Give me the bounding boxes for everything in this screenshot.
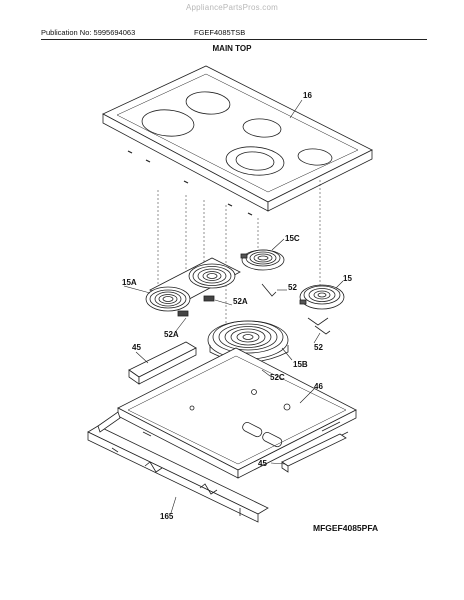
- callout-52A-right: 52A: [233, 297, 248, 306]
- front-trim-part-165: [87, 411, 269, 523]
- rail-part-45-left: [128, 341, 197, 385]
- cooktop-glass-part-16: [102, 65, 373, 216]
- callout-15B: 15B: [293, 360, 308, 369]
- surface-element-part-15C: [240, 249, 285, 271]
- leader-lines: [123, 99, 344, 514]
- watermark: AppliancePartsPros.com: [186, 3, 278, 12]
- callout-15C: 15C: [285, 234, 300, 243]
- surface-element-part-15: [299, 284, 345, 326]
- surface-element-part-15B: [207, 320, 289, 375]
- callout-165: 165: [160, 512, 174, 521]
- callout-52C: 52C: [270, 373, 285, 382]
- header-rule: [41, 39, 427, 40]
- diagram-code: MFGEF4085PFA: [313, 523, 379, 533]
- callout-45-right: 45: [258, 459, 267, 468]
- callout-15: 15: [343, 274, 352, 283]
- callout-15A: 15A: [122, 278, 137, 287]
- publication-number: Publication No: 5995694063: [41, 28, 136, 37]
- callout-52-top: 52: [288, 283, 297, 292]
- callout-52A-left: 52A: [164, 330, 179, 339]
- callout-52-right: 52: [314, 343, 323, 352]
- callout-16: 16: [303, 91, 312, 100]
- rail-part-45-right: [281, 433, 347, 473]
- model-number: FGEF4085TSB: [194, 28, 246, 37]
- bracket-parts-52: [261, 283, 331, 335]
- surface-element-part-15A: [145, 257, 241, 317]
- section-title: MAIN TOP: [212, 44, 252, 53]
- callout-46: 46: [314, 382, 323, 391]
- callout-45-left: 45: [132, 343, 141, 352]
- main-top-frame-part-46: [117, 347, 357, 479]
